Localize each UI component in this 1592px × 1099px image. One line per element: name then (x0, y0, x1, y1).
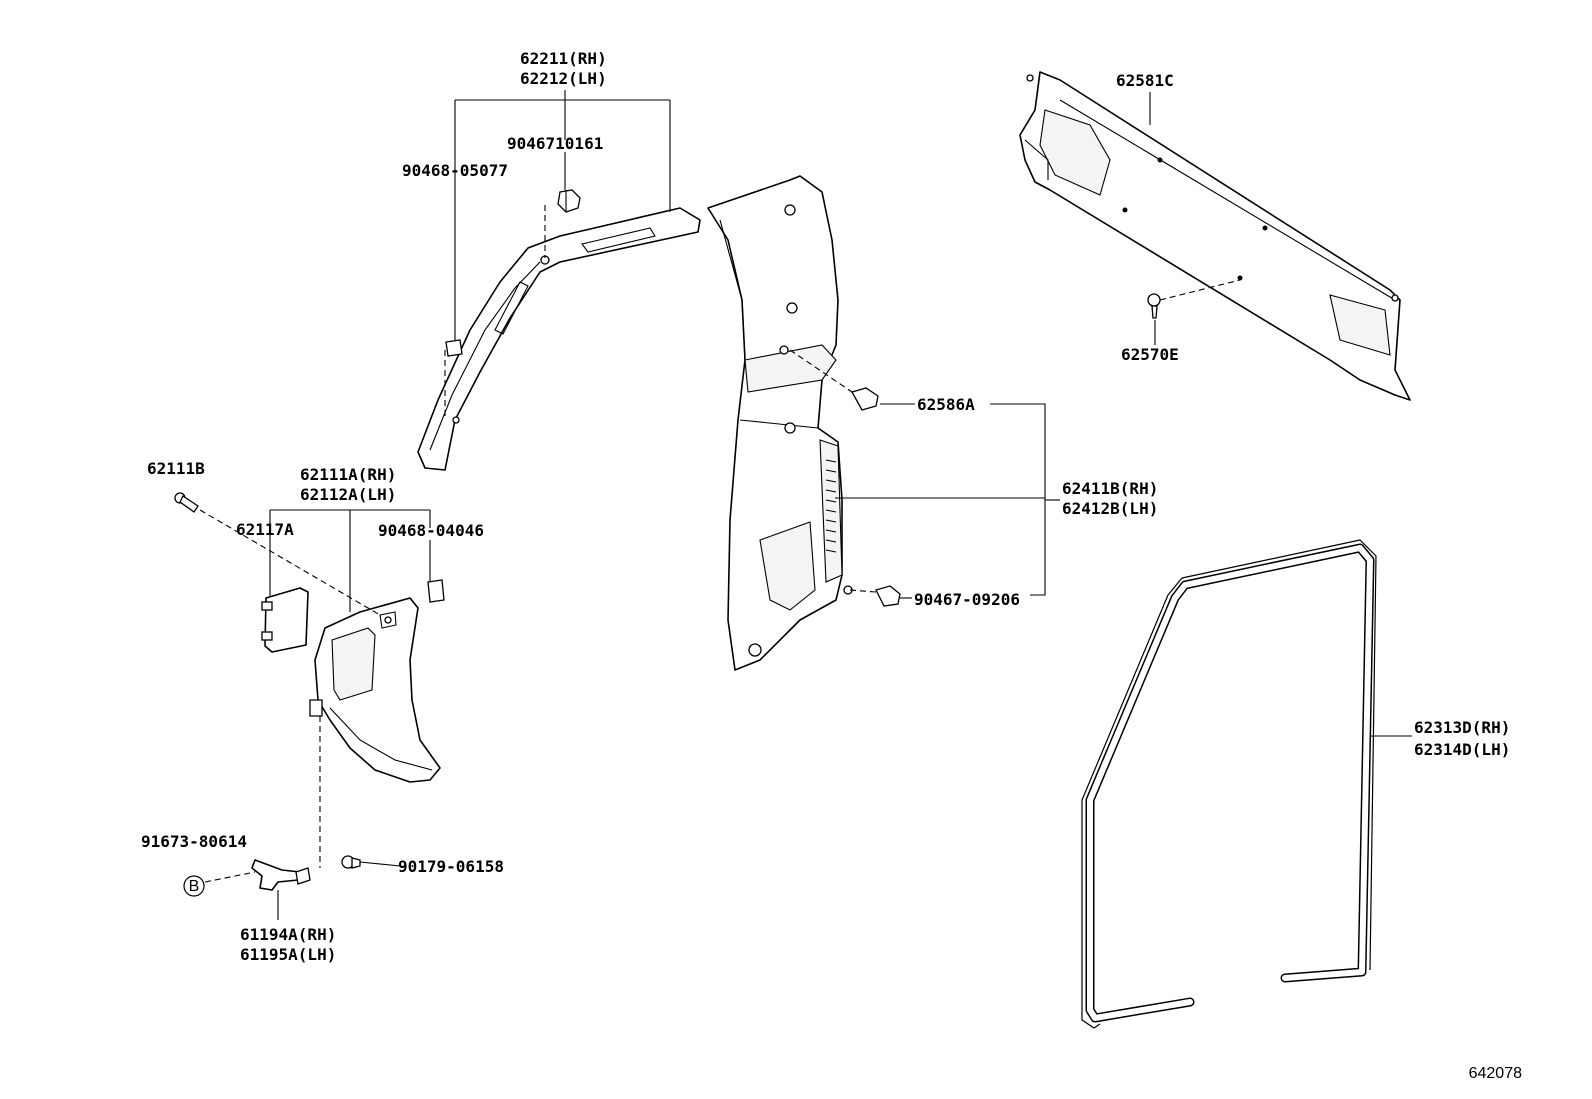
label-62313D: 62313D(RH) (1414, 718, 1510, 737)
reference-marker-b: B (183, 875, 205, 897)
cover-piece (261, 587, 309, 653)
label-61194A: 61194A(RH) (240, 925, 336, 944)
clip-90467-09206 (875, 585, 901, 607)
label-62586A: 62586A (917, 395, 975, 414)
center-pillar-garnish (707, 175, 853, 671)
back-panel-garnish (1019, 71, 1411, 401)
cowl-side-trim (309, 597, 441, 783)
clip-9046710161 (557, 189, 581, 213)
clip-62111B (174, 492, 199, 513)
label-62212: 62212(LH) (520, 69, 607, 88)
reference-marker-b-text: B (189, 878, 200, 895)
label-90467-09206: 90467-09206 (914, 590, 1020, 609)
nut-90179-06158 (341, 855, 361, 869)
label-90179-06158: 90179-06158 (398, 857, 504, 876)
label-62111B: 62111B (147, 459, 205, 478)
leader-lines (199, 90, 1412, 920)
clip-90468-04046 (427, 579, 445, 603)
label-62117A: 62117A (236, 520, 294, 539)
label-61195A: 61195A(LH) (240, 945, 336, 964)
label-62581C: 62581C (1116, 71, 1174, 90)
front-pillar-garnish (417, 207, 701, 471)
label-62412B: 62412B(LH) (1062, 499, 1158, 518)
label-90468-05077: 90468-05077 (402, 161, 508, 180)
label-62112A: 62112A(LH) (300, 485, 396, 504)
label-91673-80614: 91673-80614 (141, 832, 247, 851)
label-62314D: 62314D(LH) (1414, 740, 1510, 759)
clip-90468-05077 (445, 339, 463, 357)
door-weatherstrip (1081, 539, 1377, 1029)
part-labels: 62211(RH) 62212(LH) 9046710161 90468-050… (141, 49, 1510, 964)
label-62211: 62211(RH) (520, 49, 607, 68)
label-9046710161: 9046710161 (507, 134, 603, 153)
label-62111A: 62111A(RH) (300, 465, 396, 484)
label-62411B: 62411B(RH) (1062, 479, 1158, 498)
screw-62570E (1147, 293, 1161, 319)
figure-number: 642078 (1469, 1065, 1522, 1082)
bracket-61194A (251, 859, 311, 891)
label-62570E: 62570E (1121, 345, 1179, 364)
clip-62586A (851, 387, 879, 411)
label-90468-04046: 90468-04046 (378, 521, 484, 540)
